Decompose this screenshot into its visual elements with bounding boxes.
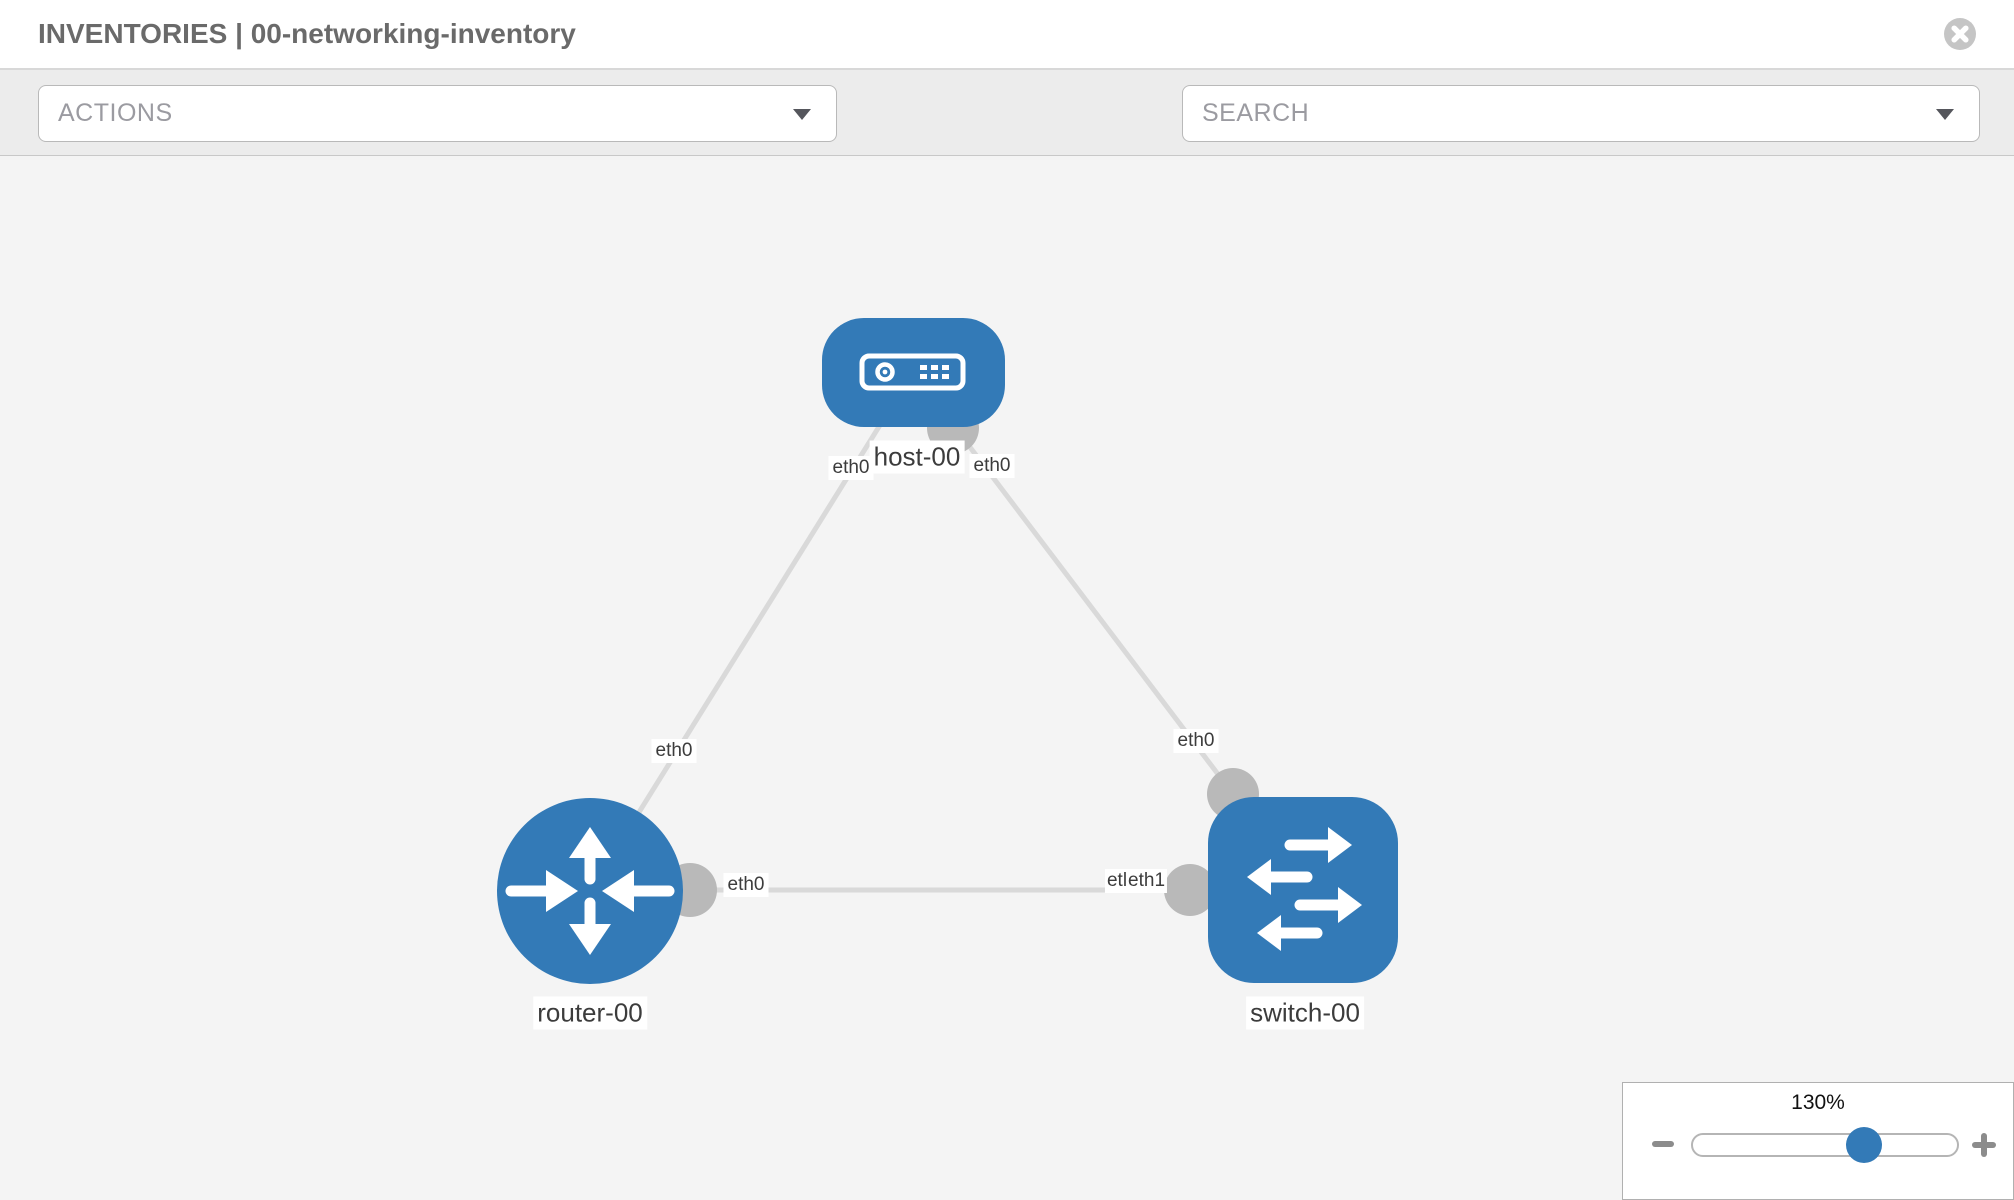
node-router-00[interactable] bbox=[497, 798, 683, 984]
node-switch-00[interactable] bbox=[1208, 797, 1398, 983]
zoom-percent-label: 130% bbox=[1791, 1091, 1845, 1114]
actions-dropdown-label: ACTIONS bbox=[58, 99, 173, 127]
search-dropdown-label: SEARCH bbox=[1202, 99, 1310, 127]
zoom-in-button[interactable] bbox=[1972, 1133, 1996, 1157]
if-label-switch-diag: eth0 bbox=[1173, 729, 1219, 753]
if-label-switch-horiz: etl eth1 bbox=[1104, 869, 1168, 893]
server-icon bbox=[859, 353, 966, 391]
page-title: INVENTORIES | 00-networking-inventory bbox=[38, 18, 576, 49]
toolbar: ACTIONS SEARCH bbox=[0, 70, 2014, 202]
if-label-host-right: eth0 bbox=[969, 454, 1015, 478]
if-label-host-left: eth0 bbox=[828, 456, 874, 480]
if-label-overlapped: etl bbox=[1104, 869, 1130, 893]
close-button[interactable] bbox=[1944, 18, 1976, 50]
if-label-router-diag: eth0 bbox=[651, 739, 697, 763]
header-bar: INVENTORIES | 00-networking-inventory bbox=[0, 0, 2014, 70]
node-label-host: host-00 bbox=[869, 440, 965, 474]
if-label-router-horiz: eth0 bbox=[723, 873, 769, 897]
node-host-00[interactable] bbox=[822, 318, 1005, 427]
zoom-out-button[interactable] bbox=[1652, 1141, 1674, 1147]
search-dropdown[interactable]: SEARCH bbox=[1182, 85, 1980, 142]
port-dot-switch-left bbox=[1164, 864, 1216, 916]
zoom-panel: 130% bbox=[1622, 1082, 2014, 1200]
node-label-router: router-00 bbox=[533, 996, 647, 1030]
zoom-slider-track[interactable] bbox=[1691, 1133, 1959, 1157]
actions-dropdown[interactable]: ACTIONS bbox=[38, 85, 837, 142]
chevron-down-icon bbox=[793, 108, 811, 120]
close-icon bbox=[1944, 18, 1976, 50]
if-label-eth1: eth1 bbox=[1126, 869, 1168, 893]
chevron-down-icon bbox=[1936, 108, 1954, 120]
topology-graph bbox=[497, 318, 1398, 984]
topology-canvas[interactable]: host-00 router-00 switch-00 eth0 eth0 et… bbox=[0, 156, 2014, 1200]
router-arrows-icon bbox=[505, 827, 675, 955]
switch-arrows-icon bbox=[1247, 827, 1362, 951]
zoom-slider-knob[interactable] bbox=[1846, 1127, 1882, 1163]
node-label-switch: switch-00 bbox=[1246, 996, 1364, 1030]
